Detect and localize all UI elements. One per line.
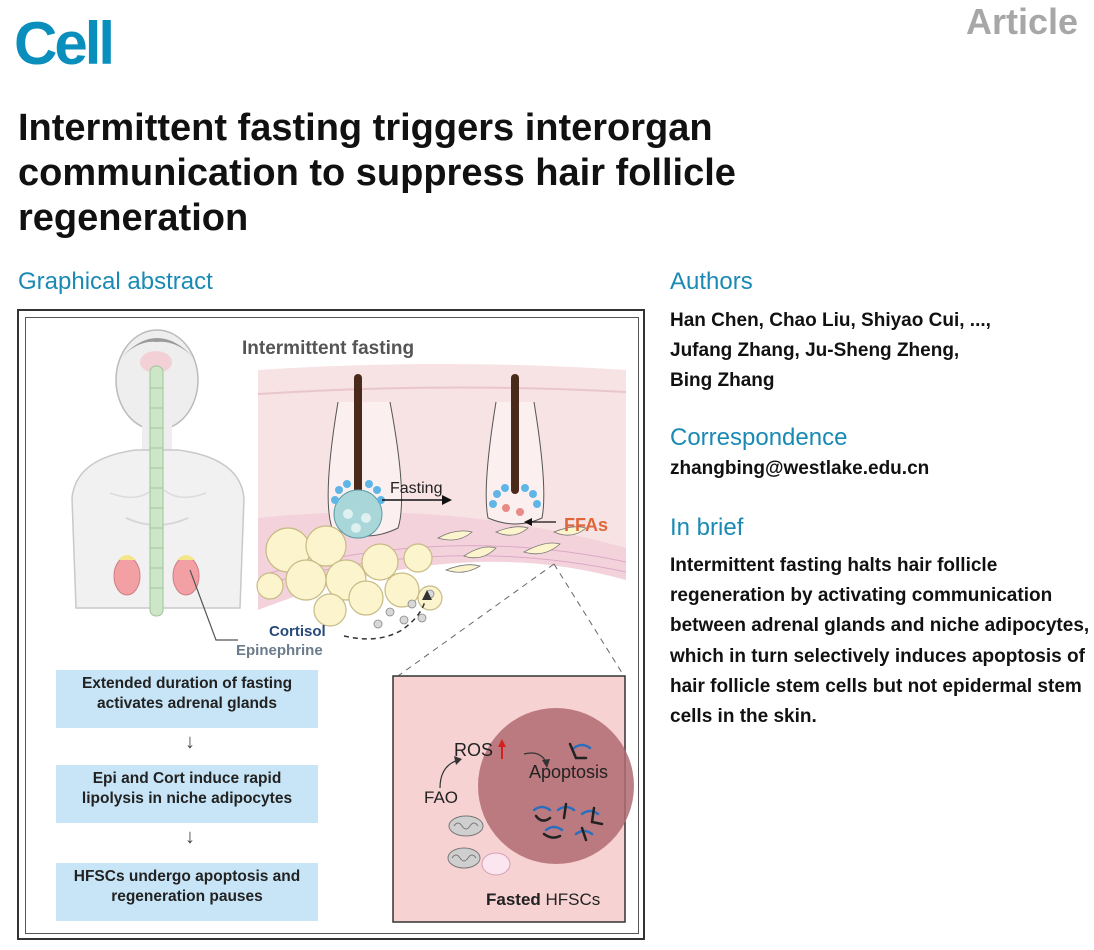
correspondence-heading: Correspondence <box>670 424 848 451</box>
fasted-hfsc-panel <box>392 675 634 923</box>
hair-follicle-left <box>327 374 403 539</box>
fasted-label-bold: Fasted <box>486 890 541 909</box>
adipocytes-illustration <box>256 525 443 627</box>
graphical-abstract-heading: Graphical abstract <box>18 268 213 295</box>
fao-label: FAO <box>424 788 459 807</box>
step-down-arrow-icon: ↓ <box>185 731 195 753</box>
journal-logo: Cell <box>14 10 115 77</box>
step-down-arrow-icon: ↓ <box>185 826 195 848</box>
graphical-abstract-illustration <box>71 329 634 923</box>
graphical-abstract-figure: Intermittent fasting Fasting FFAs Cortis… <box>17 309 645 940</box>
paper-title: Intermittent fasting triggers interorgan… <box>18 107 736 239</box>
intermittent-fasting-label: Intermittent fasting <box>242 338 415 359</box>
mitochondria-illustration <box>447 815 511 876</box>
step-box-lipolysis: Epi and Cort induce rapid lipolysis in n… <box>56 765 318 823</box>
graphical-abstract-inner: Intermittent fasting Fasting FFAs Cortis… <box>25 317 639 934</box>
step-box-hfsc-apoptosis: HFSCs undergo apoptosis and regeneration… <box>56 863 318 921</box>
hormone-path-arrowhead <box>422 590 432 600</box>
step-box-adrenal-activation: Extended duration of fasting activates a… <box>56 670 318 728</box>
zoom-line-right <box>553 563 625 677</box>
fao-to-ros-arrowhead <box>454 756 462 765</box>
authors-heading: Authors <box>670 268 753 295</box>
ros-increase-arrowhead <box>498 739 506 747</box>
cortisol-label: Cortisol <box>269 623 326 640</box>
authors-line: Han Chen, Chao Liu, Shiyao Cui, ..., <box>670 310 991 331</box>
authors-line: Jufang Zhang, Ju-Sheng Zheng, <box>670 340 960 361</box>
in-brief-text: Intermittent fasting halts hair follicle… <box>670 555 1090 728</box>
ffas-label: FFAs <box>564 515 609 535</box>
ros-label: ROS <box>454 740 494 760</box>
apoptosis-label: Apoptosis <box>529 762 609 782</box>
ffas-arrowhead <box>524 518 532 526</box>
fasted-label-rest: HFSCs <box>540 890 601 909</box>
in-brief-heading: In brief <box>670 514 744 541</box>
fasted-hfscs-label: Fasted HFSCs <box>486 890 600 910</box>
ros-to-apoptosis-arrowhead <box>542 759 550 768</box>
authors-line: Bing Zhang <box>670 370 775 391</box>
authors-list: Han Chen, Chao Liu, Shiyao Cui, ..., Juf… <box>670 306 1080 396</box>
fasting-arrowhead <box>442 495 452 505</box>
hair-follicle-right <box>485 374 545 525</box>
spinal-cord-illustration <box>149 365 164 617</box>
callout-line <box>189 569 238 641</box>
epinephrine-label: Epinephrine <box>236 642 323 659</box>
adrenal-kidney-illustration <box>113 555 200 596</box>
hormone-path-arrow <box>343 595 427 640</box>
fasting-label: Fasting <box>390 480 443 497</box>
correspondence-email[interactable]: zhangbing@westlake.edu.cn <box>670 458 930 479</box>
article-type-label: Article <box>965 1 1078 42</box>
lipolyzed-adipocytes-illustration <box>436 526 587 573</box>
